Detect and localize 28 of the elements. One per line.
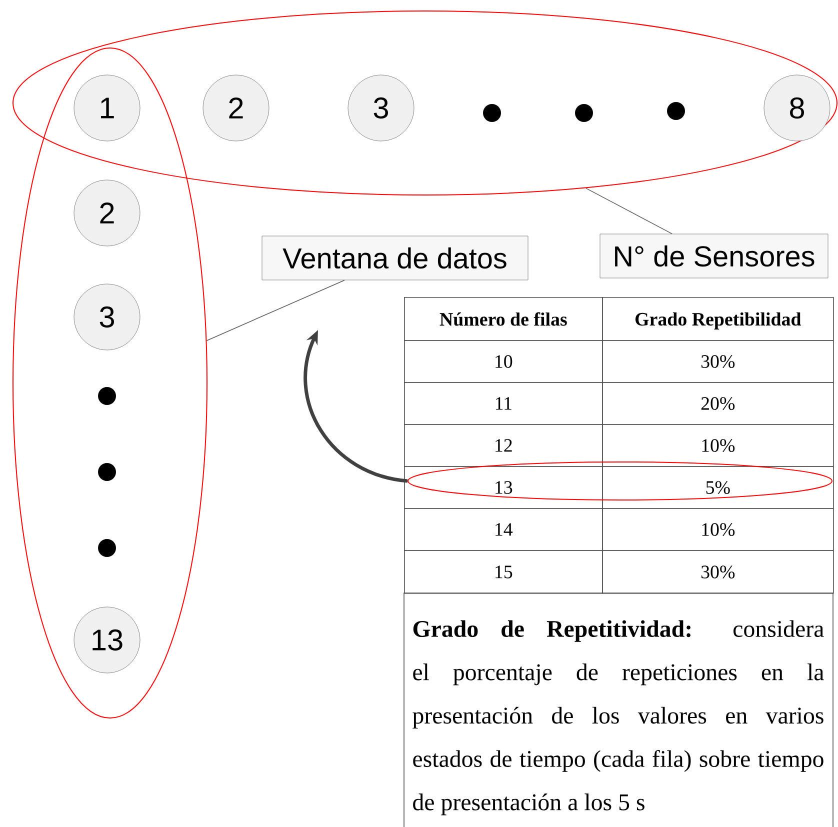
highlight-ellipse xyxy=(12,48,208,718)
table-header-cell: Grado Repetibilidad xyxy=(602,297,834,341)
table-cell: 12 xyxy=(404,424,603,467)
note-text: Grado de Repetitividad: considera el porcentaje de repeticiones en la presentación de los valores en varios estados de tiempo (cada fila) sobre tiempo de presentación a los 5 s xyxy=(404,592,834,827)
table-cell: 20% xyxy=(602,382,834,425)
table-cell: 30% xyxy=(602,550,834,594)
dot xyxy=(98,463,116,481)
highlight-ellipse xyxy=(408,462,832,500)
table-cell: 10 xyxy=(404,340,603,383)
callout-box: N° de Sensores xyxy=(600,234,828,278)
callout-box: Ventana de datos xyxy=(262,236,528,280)
table-cell: 5% xyxy=(602,466,834,509)
table-cell: 10% xyxy=(602,508,834,551)
dot xyxy=(98,539,116,557)
table-cell: 14 xyxy=(404,508,603,551)
dot xyxy=(483,104,501,122)
table-cell: 13 xyxy=(404,466,603,509)
table-cell: 11 xyxy=(404,382,603,425)
dot xyxy=(98,387,116,405)
table-cell: 30% xyxy=(602,340,834,383)
table-header-cell: Número de filas xyxy=(404,297,603,341)
leader-line xyxy=(586,188,672,234)
dot xyxy=(667,102,685,120)
dot xyxy=(575,104,593,122)
table-cell: 15 xyxy=(404,550,603,594)
leader-line xyxy=(206,280,345,341)
highlight-ellipse xyxy=(12,10,838,196)
table-cell: 10% xyxy=(602,424,834,467)
